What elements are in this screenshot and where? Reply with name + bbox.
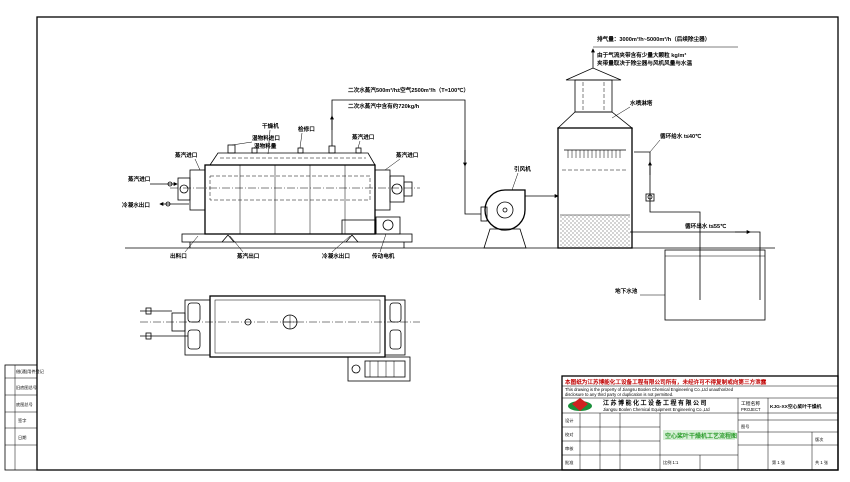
spray-tower: 水喷淋塔 排气量：3000m³/h~5000m³/h（后续除尘器） 由于气流夹带…: [556, 35, 738, 249]
title-block: 本图纸为江苏博能化工设备工程有限公司所有，未经许可不得复制或向第三方泄露 Thi…: [561, 375, 839, 471]
exhaust-note-1: 由于气流夹带含有少量大颗粒 kg/m³: [597, 51, 686, 59]
circ-return-label: 循环出水 t≤55℃: [685, 222, 727, 230]
induced-fan-label: 引风机: [514, 165, 531, 173]
role-label: 校对: [565, 431, 573, 438]
project-value: KJG-XX空心桨叶干燥机: [770, 403, 822, 410]
revision-label: 版次: [815, 436, 824, 443]
plan-drive-unit: [347, 356, 411, 382]
vapor-dust-label: 二次水蒸汽中含有约720kg/h: [348, 102, 420, 110]
steam-valve: [145, 307, 152, 315]
company-name-en: Jiangsu Boolen Chemical Equipment Engine…: [603, 407, 710, 412]
side-registration-table: 借(通)用件登记 旧底图总号 底图总号 签字 日期: [4, 364, 45, 471]
underground-pool: [664, 249, 766, 321]
paddle-dryer-elevation: [150, 144, 420, 248]
inspection-nozzle: [251, 147, 258, 154]
dryer-label: 干燥机: [262, 122, 279, 130]
vapor-flow-label: 二次水蒸汽500m³/h±空气2500m³/h（T=100℃）: [348, 86, 469, 94]
steam-inlet-label: 蒸汽进口: [128, 175, 151, 183]
side-row-label: 借(通)用件登记: [16, 368, 45, 375]
side-row-label: 日期: [18, 435, 26, 441]
copyright-cn: 本图纸为江苏博能化工设备工程有限公司所有，未经许可不得复制或向第三方泄露: [565, 378, 767, 386]
copyright-en-2: disclosure to any third party or duplica…: [565, 392, 673, 397]
reducer: [341, 219, 377, 235]
side-row-label: 旧底图总号: [16, 384, 37, 391]
sheet-total: 共 1 张: [815, 459, 829, 466]
condensate-outlet-label: 冷凝水出口: [322, 252, 350, 260]
inspection-port-label: 检修口: [298, 125, 315, 133]
left-end-cover: [189, 169, 206, 211]
drive-motor: [375, 216, 401, 235]
steam-inlet-label: 蒸汽进口: [396, 151, 419, 159]
fan-housing: [484, 189, 526, 231]
fan-stand: [483, 228, 527, 249]
circ-pump: [645, 193, 655, 202]
paddle-dryer-plan: [140, 295, 420, 382]
discharge-port-label: 出料口: [170, 252, 187, 260]
stack-cap: [565, 67, 622, 81]
drawing-frame: [36, 16, 839, 471]
company-name-cn: 江苏博能化工设备工程有限公司: [603, 399, 708, 407]
tower-stack: [574, 79, 613, 113]
wet-feed-nozzle: [227, 144, 236, 154]
exhaust-label: 排气量：3000m³/h~5000m³/h（后续除尘器）: [597, 35, 710, 43]
dryer-hood: [209, 152, 376, 166]
sheet-number: 第 1 张: [772, 459, 786, 466]
plan-left-end: [184, 299, 211, 356]
vapor-duct: 二次水蒸汽500m³/h±空气2500m³/h（T=100℃） 二次水蒸汽中含有…: [330, 86, 481, 215]
role-label: 审核: [565, 445, 574, 452]
project-label-en: PROJECT: [741, 407, 761, 412]
right-end-cover: [374, 169, 391, 211]
circ-return-pipe: [630, 231, 761, 300]
steam-inlet-nozzle: [355, 147, 362, 154]
spray-nozzles: [567, 150, 621, 158]
dryer-body: [204, 164, 376, 235]
steam-outlet-label: 蒸汽出口: [237, 252, 260, 260]
plan-body: [209, 295, 386, 358]
fan-inlet-flange: [480, 206, 488, 222]
tower-sump-water: [560, 215, 630, 247]
copyright-en-1: This drawing is the property of Jiangsu …: [565, 387, 734, 392]
condensate-valve: [145, 332, 152, 340]
left-rotary-joint: [177, 177, 191, 201]
water-pool-label: 地下水池: [615, 287, 638, 295]
circ-supply-pipe: [634, 151, 701, 300]
dryer-labels: 湿物料进口 湿物料量 干燥机 检修口 蒸汽进口 蒸汽进口 蒸汽进口 蒸汽进口 冷…: [122, 122, 419, 260]
spray-tower-label: 水喷淋塔: [629, 99, 653, 107]
plan-right-end: [384, 299, 406, 356]
scale-label: 比例 1:1: [663, 459, 679, 466]
induced-fan: 引风机: [480, 165, 559, 249]
wet-feed-rate-label: 湿物料量: [254, 142, 277, 150]
dwg-no-label: 图号: [741, 424, 749, 430]
project-label-cn: 工程名称: [741, 400, 760, 407]
steam-inlet-label: 蒸汽进口: [175, 151, 198, 159]
side-row-label: 底图总号: [16, 401, 33, 408]
vapor-outlet-nozzle: [328, 145, 336, 154]
exhaust-note-2: 夹带量取决于除尘器与风机风量与水温: [597, 59, 693, 67]
circulation-system: 循环给水 t≤40℃ 循环出水 t≤55℃ 地下水池: [615, 132, 766, 321]
role-label: 设计: [565, 417, 573, 424]
drawing-title: 空心桨叶干燥机工艺流程图: [665, 432, 737, 440]
company-logo-icon: [568, 398, 592, 411]
circ-supply-label: 循环给水 t≤40℃: [660, 132, 702, 140]
wet-feed-inlet-label: 湿物料进口: [252, 134, 280, 142]
role-label: 批准: [565, 459, 573, 466]
drive-motor-label: 传动电机: [371, 252, 395, 260]
steam-inlet-label: 蒸汽进口: [352, 133, 375, 141]
condensate-outlet-label: 冷凝水出口: [122, 201, 150, 209]
side-row-label: 签字: [18, 417, 26, 423]
feed-opening: [244, 318, 252, 326]
dryer-base-frame: [181, 233, 413, 243]
